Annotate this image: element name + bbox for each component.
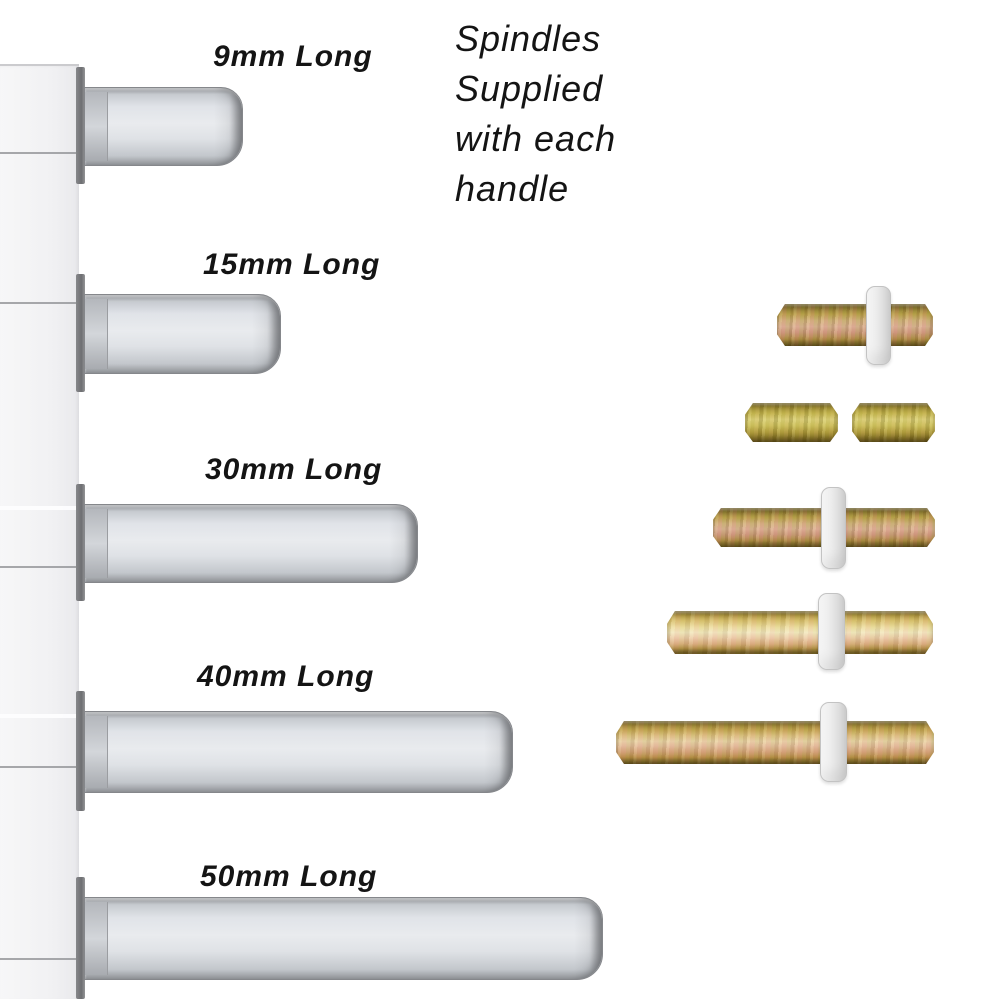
brass-spindle-2-right-piece	[852, 403, 935, 442]
backplate-seam	[0, 152, 79, 154]
brass-spindle-2-left-piece	[745, 403, 838, 442]
brass-spindle-5	[616, 721, 934, 764]
nylon-washer-4	[818, 593, 845, 670]
backplate-seam	[0, 958, 79, 960]
handle-backplate-column	[0, 64, 79, 999]
backplate-edge-segment	[76, 274, 85, 392]
backplate-edge-segment	[76, 67, 85, 184]
steel-spindle-50mm	[84, 897, 603, 980]
backplate-edge-segment	[76, 691, 85, 811]
label-50mm-long: 50mm Long	[200, 860, 378, 893]
backplate-seam	[0, 714, 79, 718]
nylon-washer-5	[820, 702, 847, 782]
nylon-washer-3	[821, 487, 846, 569]
steel-spindle-15mm	[84, 294, 281, 374]
backplate-seam	[0, 766, 79, 768]
brass-spindle-4	[667, 611, 933, 654]
label-15mm-long: 15mm Long	[203, 248, 381, 281]
brass-spindle-1	[777, 304, 933, 346]
label-40mm-long: 40mm Long	[197, 660, 375, 693]
steel-spindle-9mm	[84, 87, 243, 166]
steel-spindle-40mm	[84, 711, 513, 793]
backplate-edge-segment	[76, 877, 85, 999]
label-9mm-long: 9mm Long	[213, 40, 373, 73]
nylon-washer-1	[866, 286, 891, 365]
label-30mm-long: 30mm Long	[205, 453, 383, 486]
caption-spindles-supplied: Spindles Supplied with each handle	[455, 18, 617, 209]
backplate-seam	[0, 506, 79, 510]
backplate-edge-segment	[76, 484, 85, 601]
backplate-seam	[0, 566, 79, 568]
steel-spindle-30mm	[84, 504, 418, 583]
backplate-seam	[0, 302, 79, 304]
